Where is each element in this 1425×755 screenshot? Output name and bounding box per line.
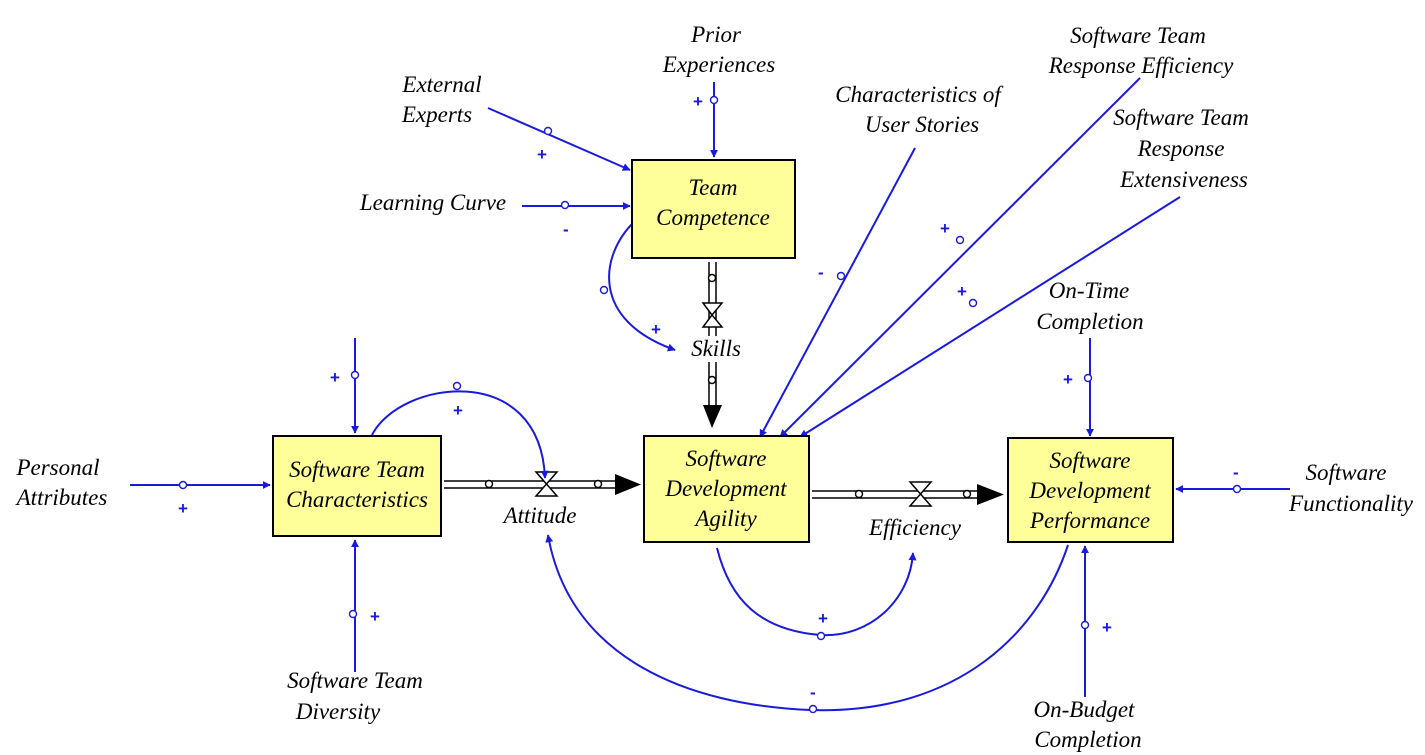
link-external-experts bbox=[487, 107, 631, 171]
link-user-stories bbox=[759, 147, 916, 438]
stock-team-characteristics: Software Team Characteristics bbox=[272, 435, 442, 537]
variable-on-time-completion: On-Time Completion bbox=[1036, 278, 1143, 334]
svg-text:On-Time: On-Time bbox=[1049, 278, 1130, 303]
svg-text:On-Budget: On-Budget bbox=[1034, 697, 1136, 722]
sign-agility-to-efficiency: + bbox=[818, 609, 828, 628]
skills-valve bbox=[701, 302, 724, 328]
variable-on-budget-completion: On-Budget Completion bbox=[1034, 697, 1142, 752]
team-characteristics-line-2: Characteristics bbox=[286, 487, 428, 512]
svg-text:Personal: Personal bbox=[15, 455, 99, 480]
variable-personal-attributes: Personal Attributes bbox=[15, 455, 108, 510]
dev-performance-line-3: Performance bbox=[1029, 508, 1150, 533]
sign-on-time: + bbox=[1063, 370, 1073, 389]
svg-text:External: External bbox=[401, 72, 481, 97]
dev-agility-line-2: Development bbox=[664, 476, 787, 501]
variable-prior-experiences: Prior Experiences bbox=[662, 22, 775, 77]
sign-performance-to-attitude: - bbox=[810, 683, 816, 702]
variable-team-diversity: Software Team Diversity bbox=[287, 668, 423, 724]
dev-performance-line-1: Software bbox=[1050, 448, 1131, 473]
variable-software-functionality: Software Functionality bbox=[1288, 460, 1414, 516]
variable-response-extensiveness: Software Team Response Extensiveness bbox=[1113, 105, 1249, 192]
attitude-valve bbox=[534, 471, 559, 497]
sign-functionality: - bbox=[1233, 463, 1239, 482]
svg-text:Completion: Completion bbox=[1034, 727, 1141, 752]
svg-text:Functionality: Functionality bbox=[1288, 491, 1414, 516]
svg-text:Experts: Experts bbox=[401, 102, 472, 127]
svg-text:Software Team: Software Team bbox=[287, 668, 423, 693]
sign-learning-curve: - bbox=[563, 220, 569, 239]
team-characteristics-line-1: Software Team bbox=[289, 457, 425, 482]
stock-team-competence: Team Competence bbox=[631, 159, 796, 259]
flow-skills-label: Skills bbox=[691, 336, 741, 361]
sign-competence-to-skills: + bbox=[651, 320, 661, 339]
flow-attitude-label: Attitude bbox=[502, 503, 577, 528]
variable-user-stories: Characteristics of User Stories bbox=[835, 82, 1004, 137]
variable-learning-curve: Learning Curve bbox=[359, 190, 506, 215]
link-performance-to-attitude bbox=[545, 534, 1069, 712]
svg-text:Characteristics of: Characteristics of bbox=[835, 82, 1004, 107]
sign-on-budget: + bbox=[1102, 618, 1112, 637]
dev-agility-line-3: Agility bbox=[693, 506, 757, 531]
stock-development-performance: Software Development Performance bbox=[1007, 437, 1174, 543]
sign-response-extensiveness: + bbox=[957, 282, 967, 301]
svg-text:Completion: Completion bbox=[1036, 309, 1143, 334]
sign-personal-attributes: + bbox=[178, 499, 188, 518]
variable-response-efficiency: Software Team Response Efficiency bbox=[1048, 23, 1234, 78]
dev-performance-line-2: Development bbox=[1028, 478, 1151, 503]
svg-text:Diversity: Diversity bbox=[295, 699, 381, 724]
svg-text:Software Team: Software Team bbox=[1113, 105, 1249, 130]
link-characteristics-to-attitude bbox=[371, 390, 549, 479]
team-competence-line-2: Competence bbox=[656, 205, 770, 230]
stock-development-agility: Software Development Agility bbox=[643, 435, 810, 543]
svg-text:Experiences: Experiences bbox=[662, 52, 775, 77]
svg-text:Software: Software bbox=[1306, 460, 1387, 485]
efficiency-valve bbox=[908, 481, 933, 507]
sign-prior-experiences: + bbox=[693, 92, 703, 111]
sign-response-efficiency: + bbox=[940, 219, 950, 238]
svg-text:Extensiveness: Extensiveness bbox=[1119, 167, 1248, 192]
link-response-extensiveness bbox=[799, 196, 1181, 438]
svg-text:Response: Response bbox=[1137, 136, 1225, 161]
sign-user-stories: - bbox=[818, 263, 824, 282]
flow-efficiency-label: Efficiency bbox=[868, 515, 962, 540]
variable-external-experts: External Experts bbox=[401, 72, 482, 127]
svg-text:User Stories: User Stories bbox=[865, 112, 979, 137]
team-competence-line-1: Team bbox=[689, 175, 738, 200]
link-competence-to-skills bbox=[608, 221, 676, 352]
flow-pipes bbox=[444, 262, 1004, 505]
svg-text:Learning Curve: Learning Curve bbox=[359, 190, 506, 215]
sign-characteristics-input: + bbox=[330, 368, 340, 387]
svg-text:Software Team: Software Team bbox=[1070, 23, 1206, 48]
link-dots bbox=[178, 95, 1242, 714]
sign-characteristics-to-attitude: + bbox=[453, 401, 463, 420]
link-response-efficiency bbox=[779, 77, 1141, 438]
svg-text:Attributes: Attributes bbox=[15, 485, 108, 510]
sign-external-experts: + bbox=[537, 145, 547, 164]
dev-agility-line-1: Software bbox=[686, 446, 767, 471]
svg-text:Response Efficiency: Response Efficiency bbox=[1048, 53, 1234, 78]
svg-text:Prior: Prior bbox=[690, 22, 742, 47]
sign-team-diversity: + bbox=[370, 607, 380, 626]
link-agility-to-efficiency bbox=[716, 547, 917, 637]
polarity-signs: + + - + - + + + + + + + - + + - bbox=[178, 92, 1239, 702]
